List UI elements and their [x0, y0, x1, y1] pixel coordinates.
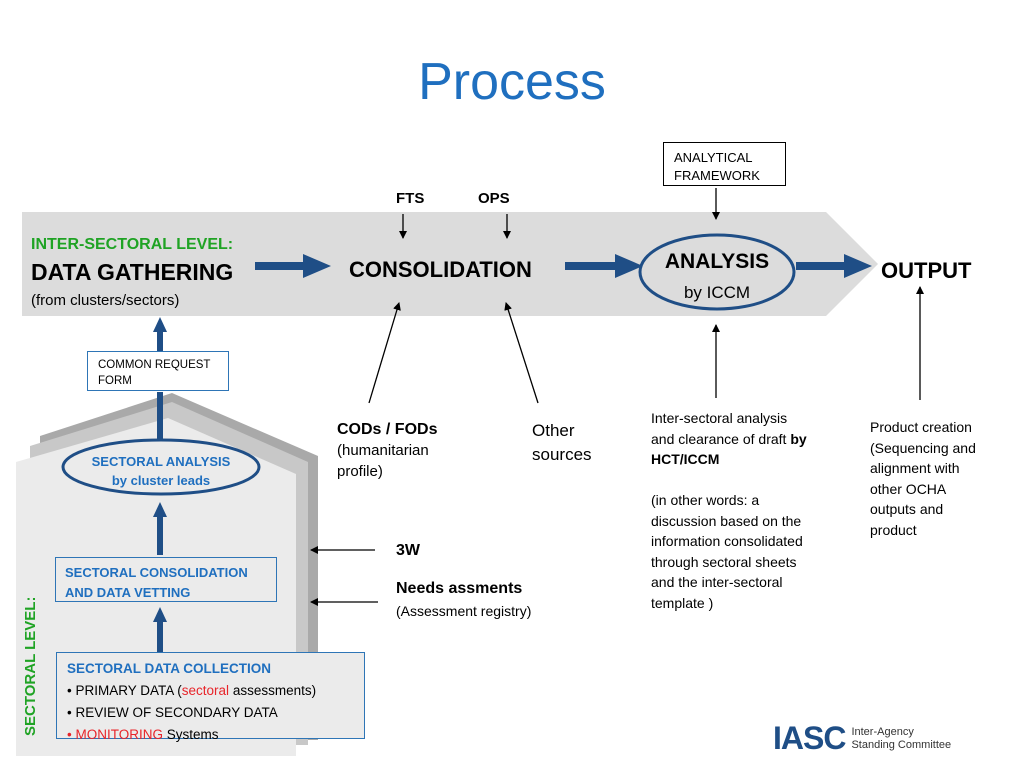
common-request-line1: COMMON REQUEST [98, 359, 211, 371]
iasc-acronym: IASC [773, 720, 846, 756]
data-gathering-label: DATA GATHERING [31, 259, 234, 285]
sectoral-analysis-line1: SECTORAL ANALYSIS [91, 454, 231, 469]
bullet: • [67, 683, 72, 698]
iasc-line1: Inter-Agency [851, 725, 914, 738]
analytical-framework-line2: FRAMEWORK [674, 168, 760, 183]
analysis-note-line2-text: and clearance of draft [651, 430, 791, 447]
primary-data-text: PRIMARY DATA ( [75, 683, 182, 698]
analysis-note-line2: and clearance of draft by [651, 429, 841, 450]
arrow-cods [368, 302, 401, 404]
analysis-note-p2-line6: template ) [651, 594, 714, 611]
secondary-data-text: REVIEW OF SECONDARY DATA [75, 705, 278, 720]
arrow-gathering-to-consolidation [255, 254, 331, 278]
analysis-note-line3: HCT/ICCM [651, 451, 720, 467]
page-title: Process [418, 53, 606, 111]
iasc-full-name: Inter-Agency Standing Committee [851, 726, 951, 752]
collection-item-primary: • PRIMARY DATA (sectoral assessments) [67, 680, 364, 702]
analysis-label: ANALYSIS [664, 250, 770, 273]
cods-fods-sub-line2: profile) [337, 463, 383, 480]
arrow-other-sources [504, 302, 539, 404]
output-note-line1: Product creation [870, 419, 972, 435]
output-note: Product creation (Sequencing and alignme… [870, 417, 1010, 540]
sectoral-analysis-line2: by cluster leads [111, 473, 211, 488]
analysis-note-p2-line5: and the inter-sectoral [651, 574, 783, 590]
sectoral-consolidation-line2: AND DATA VETTING [65, 585, 191, 600]
collection-item-secondary: • REVIEW OF SECONDARY DATA [67, 702, 364, 724]
arrow-request-form-to-gathering [153, 317, 167, 352]
arrow-analysis-to-request-form [157, 392, 163, 450]
iasc-logo: IASC Inter-Agency Standing Committee [773, 720, 951, 757]
arrow-consolidation-to-analysis [565, 254, 643, 278]
other-sources-line2: sources [532, 445, 592, 464]
primary-data-suffix: assessments) [229, 683, 317, 698]
other-sources-line1: Other [532, 421, 575, 440]
ops-label: OPS [478, 190, 510, 207]
sectoral-consolidation-box: SECTORAL CONSOLIDATION AND DATA VETTING [55, 557, 277, 602]
arrow-analysis-to-output [796, 254, 872, 278]
sectoral-data-collection-title: SECTORAL DATA COLLECTION [67, 661, 271, 676]
bullet: • [67, 705, 72, 720]
analytical-framework-line1: ANALYTICAL [674, 150, 753, 165]
needs-assessments-label: Needs assments [396, 580, 523, 597]
analysis-note-p2-line3: information consolidated [651, 533, 803, 549]
cods-fods-block: CODs / FODs (humanitarian profile) [337, 419, 437, 482]
collection-item-monitoring: • MONITORING Systems [67, 724, 364, 746]
output-label: OUTPUT [881, 258, 972, 283]
inter-sectoral-level-label: INTER-SECTORAL LEVEL: [31, 236, 234, 253]
analysis-note-p2-line2: discussion based on the [651, 512, 802, 529]
bullet: • [67, 727, 72, 742]
output-note-line6: product [870, 521, 917, 538]
arrow-collection-to-consolidation [153, 607, 167, 652]
analysis-note-p2-line1: (in other words: a [651, 492, 760, 508]
sectoral-data-collection-box: SECTORAL DATA COLLECTION • PRIMARY DATA … [56, 652, 365, 742]
fts-label: FTS [396, 190, 425, 207]
analysis-sub: by ICCM [683, 283, 751, 302]
output-note-line5: outputs and [870, 501, 944, 517]
analysis-ellipse [638, 233, 796, 311]
sectoral-analysis-label: SECTORAL ANALYSIS by cluster leads [63, 452, 259, 490]
monitoring-suffix: Systems [163, 727, 219, 742]
sectoral-level-label: SECTORAL LEVEL: [22, 596, 39, 736]
data-gathering-sub: (from clusters/sectors) [31, 292, 180, 309]
primary-data-highlight: sectoral [181, 683, 230, 698]
analysis-note-line1: Inter-sectoral analysis [651, 410, 788, 426]
analytical-framework-box: ANALYTICAL FRAMEWORK [663, 142, 786, 186]
output-note-line4: other OCHA [870, 480, 947, 497]
iasc-line2: Standing Committee [851, 738, 952, 751]
output-note-line3: alignment with [870, 460, 960, 476]
analysis-note-p2-line4: through sectoral sheets [651, 553, 797, 570]
common-request-line2: FORM [98, 375, 132, 387]
monitoring-highlight: MONITORING [75, 727, 164, 742]
sectoral-consolidation-line1: SECTORAL CONSOLIDATION [65, 565, 248, 580]
analysis-note: Inter-sectoral analysis and clearance of… [651, 408, 841, 613]
cods-fods-sub-line1: (humanitarian [337, 442, 429, 459]
other-sources-block: Other sources [532, 419, 592, 467]
three-w-label: 3W [396, 542, 420, 559]
common-request-form-box: COMMON REQUEST FORM [87, 351, 229, 391]
needs-assessments-sub: (Assessment registry) [396, 603, 532, 619]
analysis-note-line2-bold: by [790, 430, 807, 447]
cods-fods-title: CODs / FODs [337, 421, 438, 438]
sectoral-analysis-ellipse [61, 438, 261, 496]
consolidation-label: CONSOLIDATION [349, 257, 532, 282]
arrow-consolidation-to-analysis-sectoral [153, 502, 167, 555]
output-note-line2: (Sequencing and [870, 439, 976, 456]
